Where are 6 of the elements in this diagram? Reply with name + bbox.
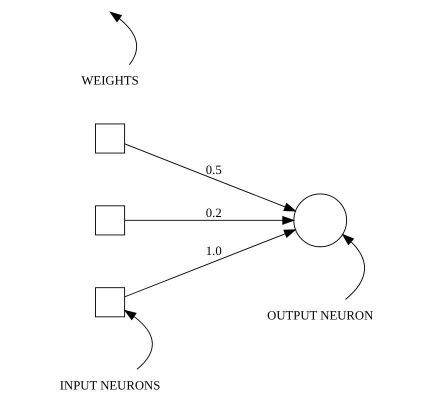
edge-label: 1.0 [205,244,222,258]
edge-label: 0.5 [205,163,222,178]
edge-label: 0.2 [205,206,222,220]
node-text: OUTPUT NEURON [266,308,373,322]
node-text: INPUT NEURONS [59,378,160,392]
node-text: WEIGHTS [80,74,138,88]
